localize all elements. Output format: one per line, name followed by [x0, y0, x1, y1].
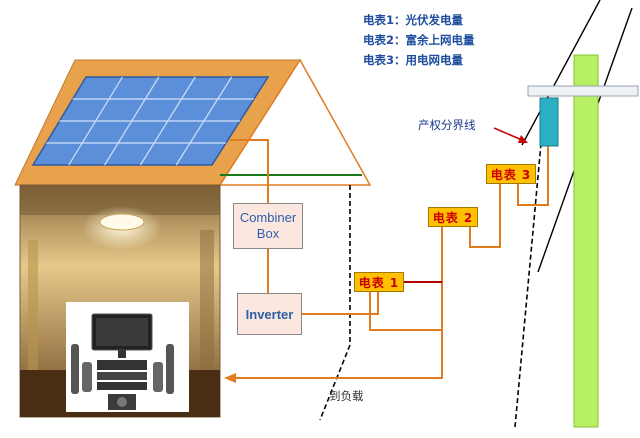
wire-inverter-to-meter1: [302, 292, 379, 315]
boundary-dashed-line: [514, 99, 546, 428]
meter-1-label: 电表 1: [358, 275, 400, 290]
legend-separator: ：: [394, 13, 406, 27]
solar-panel: [31, 76, 270, 166]
combiner-box-line2: Box: [256, 226, 280, 241]
legend-separator: ：: [394, 33, 406, 47]
wiring: [230, 139, 549, 379]
meter-3-label: 电表 3: [490, 167, 532, 182]
power-line-1: [521, 0, 601, 146]
room-interior: [19, 184, 221, 418]
pole-crossarm: [527, 85, 639, 97]
grid-meter-box: [539, 97, 559, 147]
legend-row: 电表1：光伏发电量: [363, 10, 475, 30]
boundary-arrow-head: [518, 135, 528, 143]
right-speaker: [166, 344, 174, 394]
legend-desc: 富余上网电量: [405, 33, 475, 47]
combiner-box-line1: Combiner: [239, 210, 297, 225]
inverter-box: Inverter: [237, 293, 302, 335]
legend-desc: 光伏发电量: [405, 13, 464, 27]
meter-2: 电表 2: [428, 207, 478, 227]
meter-3: 电表 3: [486, 164, 536, 184]
wire-meter2-to-meter3: [469, 184, 501, 248]
wire-meter3-to-grid: [517, 146, 549, 206]
legend-row: 电表3：用电网电量: [363, 50, 475, 70]
legend-meter-label: 电表1: [363, 13, 395, 27]
legend-desc: 用电网电量: [405, 53, 464, 67]
boundary-arrow: [493, 127, 523, 141]
legend-row: 电表2：富余上网电量: [363, 30, 475, 50]
utility-pole: [573, 54, 599, 428]
legend-meter-label: 电表3: [363, 53, 395, 67]
legend-meter-label: 电表2: [363, 33, 395, 47]
wire-panel-to-combiner: [230, 139, 269, 203]
ceiling-lamp: [99, 213, 145, 231]
meter-2-label: 电表 2: [432, 210, 474, 225]
boundary-label: 产权分界线: [418, 118, 476, 132]
inverter-label: Inverter: [245, 306, 294, 322]
left-speaker: [71, 344, 79, 394]
house-floor-dashed: [319, 344, 351, 421]
load-arrow-head: [224, 373, 236, 383]
meter-1: 电表 1: [354, 272, 404, 292]
combiner-box: Combiner Box: [233, 203, 303, 249]
meter-legend: 电表1：光伏发电量 电表2：富余上网电量 电表3：用电网电量: [363, 10, 475, 70]
roof-side: [218, 58, 372, 186]
load-label: 到负载: [329, 389, 364, 403]
legend-separator: ：: [394, 53, 406, 67]
